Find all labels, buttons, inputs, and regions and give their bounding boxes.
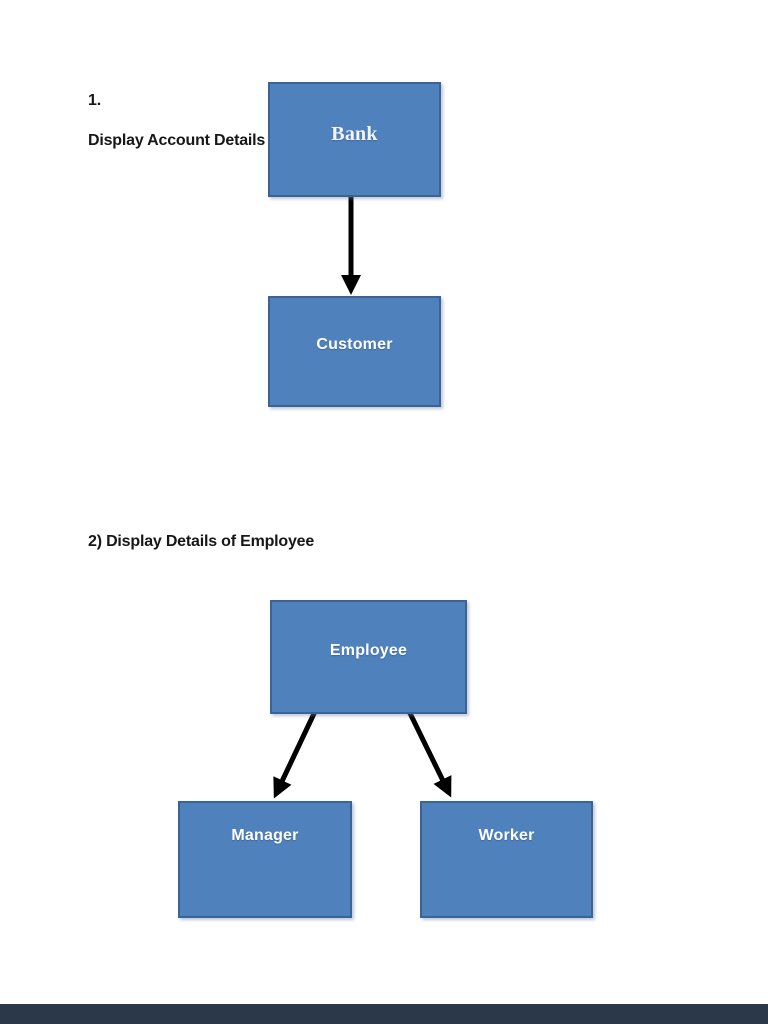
arrow-employee-to-worker <box>402 701 452 798</box>
node-label: Worker <box>478 827 535 844</box>
section1-title: Display Account Details <box>88 132 266 149</box>
section1-number-label: 1. <box>88 92 101 109</box>
node-manager: Manager <box>178 801 352 918</box>
node-label: Employee <box>329 642 408 659</box>
node-label: Manager <box>231 827 299 844</box>
section2-title: 2) Display Details of Employee <box>88 533 315 550</box>
node-label: Customer <box>316 336 393 353</box>
arrow-employee-to-manager <box>273 701 322 799</box>
node-worker: Worker <box>420 801 593 918</box>
node-bank: Bank <box>268 82 441 197</box>
node-label: Bank <box>331 123 378 145</box>
viewer-footer-bar <box>0 1004 768 1024</box>
node-employee: Employee <box>270 600 467 714</box>
node-customer: Customer <box>268 296 441 407</box>
